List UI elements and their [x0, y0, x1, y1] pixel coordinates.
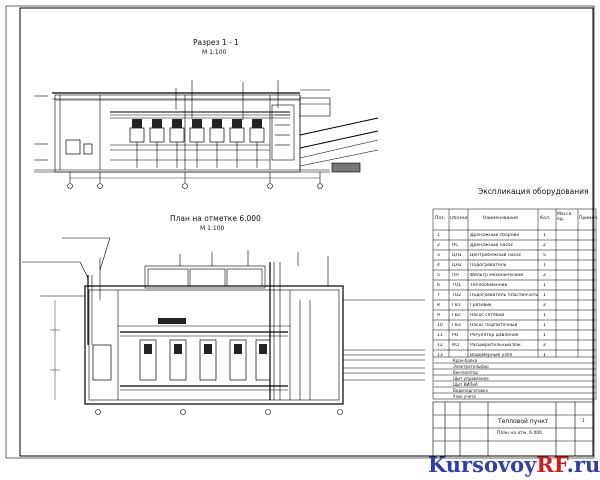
spec-row: 1 Дренажный сборник 1: [433, 232, 596, 242]
spec-cell-name: Грязевик: [470, 303, 492, 308]
spec-header-name: Наименование: [483, 216, 518, 221]
spec-cell-name: Фильтр механический: [470, 273, 524, 278]
spec-header-note: Примеч.: [579, 216, 599, 221]
spec-cell-qty: 1: [543, 313, 546, 318]
section-view: [34, 80, 379, 189]
spec-cell-pos: 11: [437, 333, 443, 338]
spec-row: 10 ГВ3 Насос подпиточный 1: [433, 322, 596, 332]
plan-scale: М 1:100: [200, 225, 225, 232]
spec-cell-name: Центробежный насос: [470, 253, 522, 258]
spec-row: 2 НС Дренажный насос 2: [433, 242, 596, 252]
section-scale: М 1:100: [202, 49, 227, 56]
spec-cell-name: Теплообменник: [470, 283, 508, 288]
plan-title: План на отметке 6.000: [170, 214, 261, 223]
spec-cell-mark: НС: [452, 243, 459, 248]
spec-cell-pos: 6: [437, 283, 440, 288]
spec-table-grid: [432, 208, 597, 400]
spec-row: 12 КО Расширительный бак 2: [433, 342, 596, 352]
spec-cell-qty: 2: [543, 243, 546, 248]
spec-row: 7 ТО2 Подогреватель пластинчатый 1: [433, 292, 596, 302]
section-title: Разрез 1 - 1: [193, 38, 239, 47]
spec-cell-name: Дренажный сборник: [470, 233, 520, 238]
spec-cell-pos: 4: [437, 263, 440, 268]
spec-cell-pos: 12: [437, 343, 443, 348]
spec-cell-qty: 1: [543, 233, 546, 238]
spec-title: Экспликация оборудования: [478, 187, 589, 196]
spec-cell-pos: 10: [437, 323, 443, 328]
spec-cell-pos: 13: [437, 353, 443, 358]
spec-cell-mark: РО: [452, 333, 459, 338]
spec-cell-qty: 1: [543, 283, 546, 288]
spec-cell-name: Расширительный бак: [470, 343, 521, 348]
spec-cell-mark: ТО2: [452, 293, 462, 298]
spec-cell-pos: 2: [437, 243, 440, 248]
spec-cell-mark: ЦН1: [452, 253, 462, 258]
spec-cell-qty: 2: [543, 343, 546, 348]
spec-cell-qty: 1: [543, 323, 546, 328]
plan-view: [22, 237, 425, 415]
spec-cell-qty: 5: [543, 253, 546, 258]
spec-row: 6 ТО1 Теплообменник 1: [433, 282, 596, 292]
spec-cell-name: Насос подпиточный: [470, 323, 518, 328]
spec-lower-row: Щит управления: [453, 376, 489, 381]
spec-cell-qty: 2: [543, 303, 546, 308]
spec-header-qty: Кол.: [540, 216, 551, 221]
watermark-part-2: RF: [536, 452, 567, 477]
spec-cell-pos: 1: [437, 233, 440, 238]
spec-cell-mark: ГВ1: [452, 303, 461, 308]
spec-row: 13 Водомерный узел 1: [433, 352, 596, 362]
spec-cell-mark: ЦН2: [452, 263, 462, 268]
spec-cell-qty: 1: [543, 293, 546, 298]
spec-row: 9 ГВ2 Насос сетевой 1: [433, 312, 596, 322]
spec-cell-name: Регулятор давления: [470, 333, 519, 338]
title-block-subtitle: План на отм. 6.000: [497, 431, 543, 436]
spec-cell-pos: 3: [437, 253, 440, 258]
spec-cell-mark: ПН: [452, 273, 459, 278]
spec-row: 3 ЦН1 Центробежный насос 5: [433, 252, 596, 262]
spec-cell-name: Подогреватель: [470, 263, 507, 268]
title-block-sheet: 1: [582, 419, 585, 424]
spec-row: 11 РО Регулятор давления 1: [433, 332, 596, 342]
spec-cell-pos: 8: [437, 303, 440, 308]
watermark-part-3: .ru: [566, 452, 600, 477]
spec-lower-row: Вентилятор: [453, 370, 479, 375]
spec-row: 5 ПН Фильтр механический 2: [433, 272, 596, 282]
spec-cell-name: Подогреватель пластинчатый: [470, 293, 538, 298]
spec-cell-mark: КО: [452, 343, 459, 348]
spec-cell-qty: 1: [543, 263, 546, 268]
watermark-part-1: Kursovoy: [428, 452, 537, 477]
spec-cell-name: Водомерный узел: [470, 353, 513, 358]
spec-cell-name: Насос сетевой: [470, 313, 505, 318]
spec-cell-name: Дренажный насос: [470, 243, 514, 248]
spec-lower-row: Узел учета: [453, 394, 476, 399]
spec-cell-mark: ГВ2: [452, 313, 461, 318]
spec-cell-pos: 7: [437, 293, 440, 298]
spec-header-mass: Масса ед.: [557, 212, 572, 222]
spec-row: 8 ГВ1 Грязевик 2: [433, 302, 596, 312]
spec-cell-mark: ГВ3: [452, 323, 461, 328]
title-block-title: Тепловой пункт: [498, 418, 549, 425]
spec-cell-qty: 1: [543, 353, 546, 358]
spec-lower-row: Щит КИПиА: [453, 382, 478, 387]
spec-lower-row: Электротельфер: [453, 364, 489, 369]
spec-header-pos: Поз.: [435, 216, 445, 221]
spec-cell-pos: 5: [437, 273, 440, 278]
site-watermark: KursovoyRF.ru: [428, 452, 600, 477]
spec-cell-qty: 2: [543, 273, 546, 278]
spec-lower-row: Водоподготовка: [453, 388, 488, 393]
spec-cell-qty: 1: [543, 333, 546, 338]
spec-cell-pos: 9: [437, 313, 440, 318]
spec-header-mark: Обозначение: [450, 216, 468, 221]
title-block-grid: [432, 401, 594, 457]
spec-row: 4 ЦН2 Подогреватель 1: [433, 262, 596, 272]
spec-cell-mark: ТО1: [452, 283, 462, 288]
spec-lower-row: Кран-балка: [453, 358, 478, 363]
